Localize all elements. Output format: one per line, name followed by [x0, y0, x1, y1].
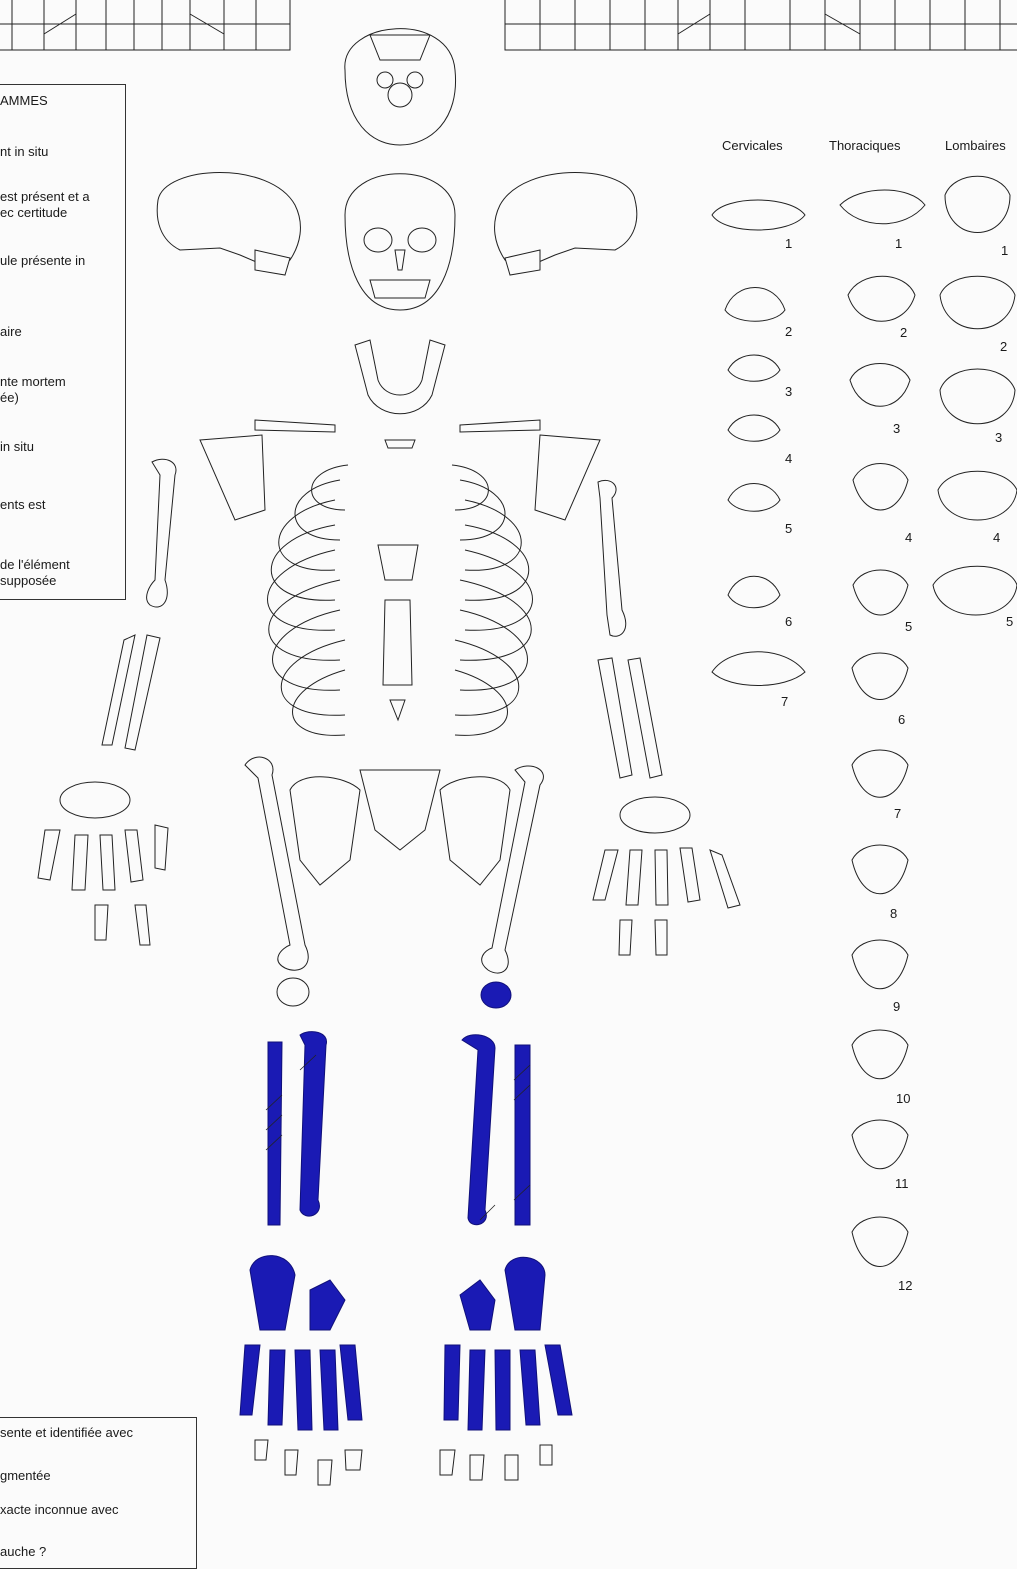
legend-item-7: ents est — [0, 497, 46, 512]
thoracic-number: 6 — [898, 712, 905, 727]
header-lombaires: Lombaires — [945, 138, 1006, 153]
patella-right — [481, 982, 511, 1008]
legend-item-8b: supposée — [0, 573, 56, 588]
cervical-number: 7 — [781, 694, 788, 709]
thoracic-number: 10 — [896, 1091, 910, 1106]
ribs-left — [268, 465, 349, 735]
thoracic-number: 1 — [895, 236, 902, 251]
legend-bottom-item-2: gmentée — [0, 1468, 51, 1483]
thoracic-number: 4 — [905, 530, 912, 545]
hand-right — [593, 797, 740, 955]
cervical-vertebrae — [712, 200, 805, 686]
patella-left — [277, 978, 309, 1006]
legend-item-6: in situ — [0, 439, 34, 454]
sternum-body — [383, 600, 412, 685]
legend-item-8a: de l'élément — [0, 557, 70, 572]
legend-title: AMMES — [0, 93, 48, 108]
skull-left-lateral-view — [157, 173, 300, 276]
cervical-number: 5 — [785, 521, 792, 536]
skull-frontal-view — [345, 174, 455, 310]
radius-right — [598, 658, 632, 778]
cervical-number: 4 — [785, 451, 792, 466]
xiphoid — [390, 700, 405, 720]
mandible — [355, 340, 445, 414]
cervical-number: 3 — [785, 384, 792, 399]
legend-item-2b: ec certitude — [0, 205, 67, 220]
lumbar-number: 1 — [1001, 243, 1008, 258]
lumbar-number: 5 — [1006, 614, 1013, 629]
legend-box-top — [0, 84, 126, 600]
thoracic-number: 5 — [905, 619, 912, 634]
foot-right — [440, 1257, 572, 1480]
dental-grid-right — [505, 0, 1017, 50]
foot-left — [240, 1256, 362, 1485]
legend-bottom-item-3: xacte inconnue avec — [0, 1502, 119, 1517]
thoracic-number: 12 — [898, 1278, 912, 1293]
clavicle-left — [255, 420, 335, 432]
dental-grid-left — [0, 0, 290, 50]
skull-right-lateral-view — [495, 173, 637, 276]
legend-bottom-item-4: auche ? — [0, 1544, 46, 1559]
legend-item-5b: ée) — [0, 390, 19, 405]
lumbar-number: 3 — [995, 430, 1002, 445]
ulna-right — [628, 658, 662, 778]
header-thoraciques: Thoraciques — [829, 138, 901, 153]
legend-item-3: ule présente in — [0, 253, 85, 268]
humerus-right — [598, 480, 626, 636]
thoracic-number: 3 — [893, 421, 900, 436]
femur-right — [482, 766, 544, 973]
hand-left — [38, 782, 168, 945]
cervical-number: 6 — [785, 614, 792, 629]
lumbar-number: 2 — [1000, 339, 1007, 354]
ilium-left — [290, 777, 360, 885]
radius-left — [102, 635, 135, 745]
femur-left — [245, 757, 308, 970]
scapula-left — [200, 435, 265, 520]
legend-item-1: nt in situ — [0, 144, 48, 159]
lumbar-number: 4 — [993, 530, 1000, 545]
skull-inferior-view — [345, 29, 456, 145]
humerus-left — [147, 459, 176, 607]
sternum-manubrium — [378, 545, 418, 580]
thoracic-number: 11 — [895, 1176, 909, 1191]
tibia-right — [462, 1035, 495, 1225]
thoracic-vertebrae — [840, 190, 925, 1267]
sacrum — [360, 770, 440, 850]
legend-item-4: aire — [0, 324, 22, 339]
fibula-right — [515, 1045, 530, 1225]
thoracic-number: 9 — [893, 999, 900, 1014]
legend-bottom-item-1: sente et identifiée avec — [0, 1425, 133, 1440]
scapula-right — [535, 435, 600, 520]
thoracic-number: 2 — [900, 325, 907, 340]
thoracic-number: 7 — [894, 806, 901, 821]
cervical-number: 1 — [785, 236, 792, 251]
legend-item-5a: nte mortem — [0, 374, 66, 389]
ribs-right — [452, 465, 533, 735]
header-cervicales: Cervicales — [722, 138, 783, 153]
hyoid — [385, 440, 415, 448]
clavicle-right — [460, 420, 540, 432]
tibia-left — [300, 1032, 327, 1216]
legend-item-2a: est présent et a — [0, 189, 90, 204]
fibula-left — [268, 1042, 282, 1225]
cervical-number: 2 — [785, 324, 792, 339]
hatching-legs — [266, 1055, 530, 1220]
ilium-right — [440, 777, 510, 885]
thoracic-number: 8 — [890, 906, 897, 921]
ulna-left — [125, 635, 160, 750]
